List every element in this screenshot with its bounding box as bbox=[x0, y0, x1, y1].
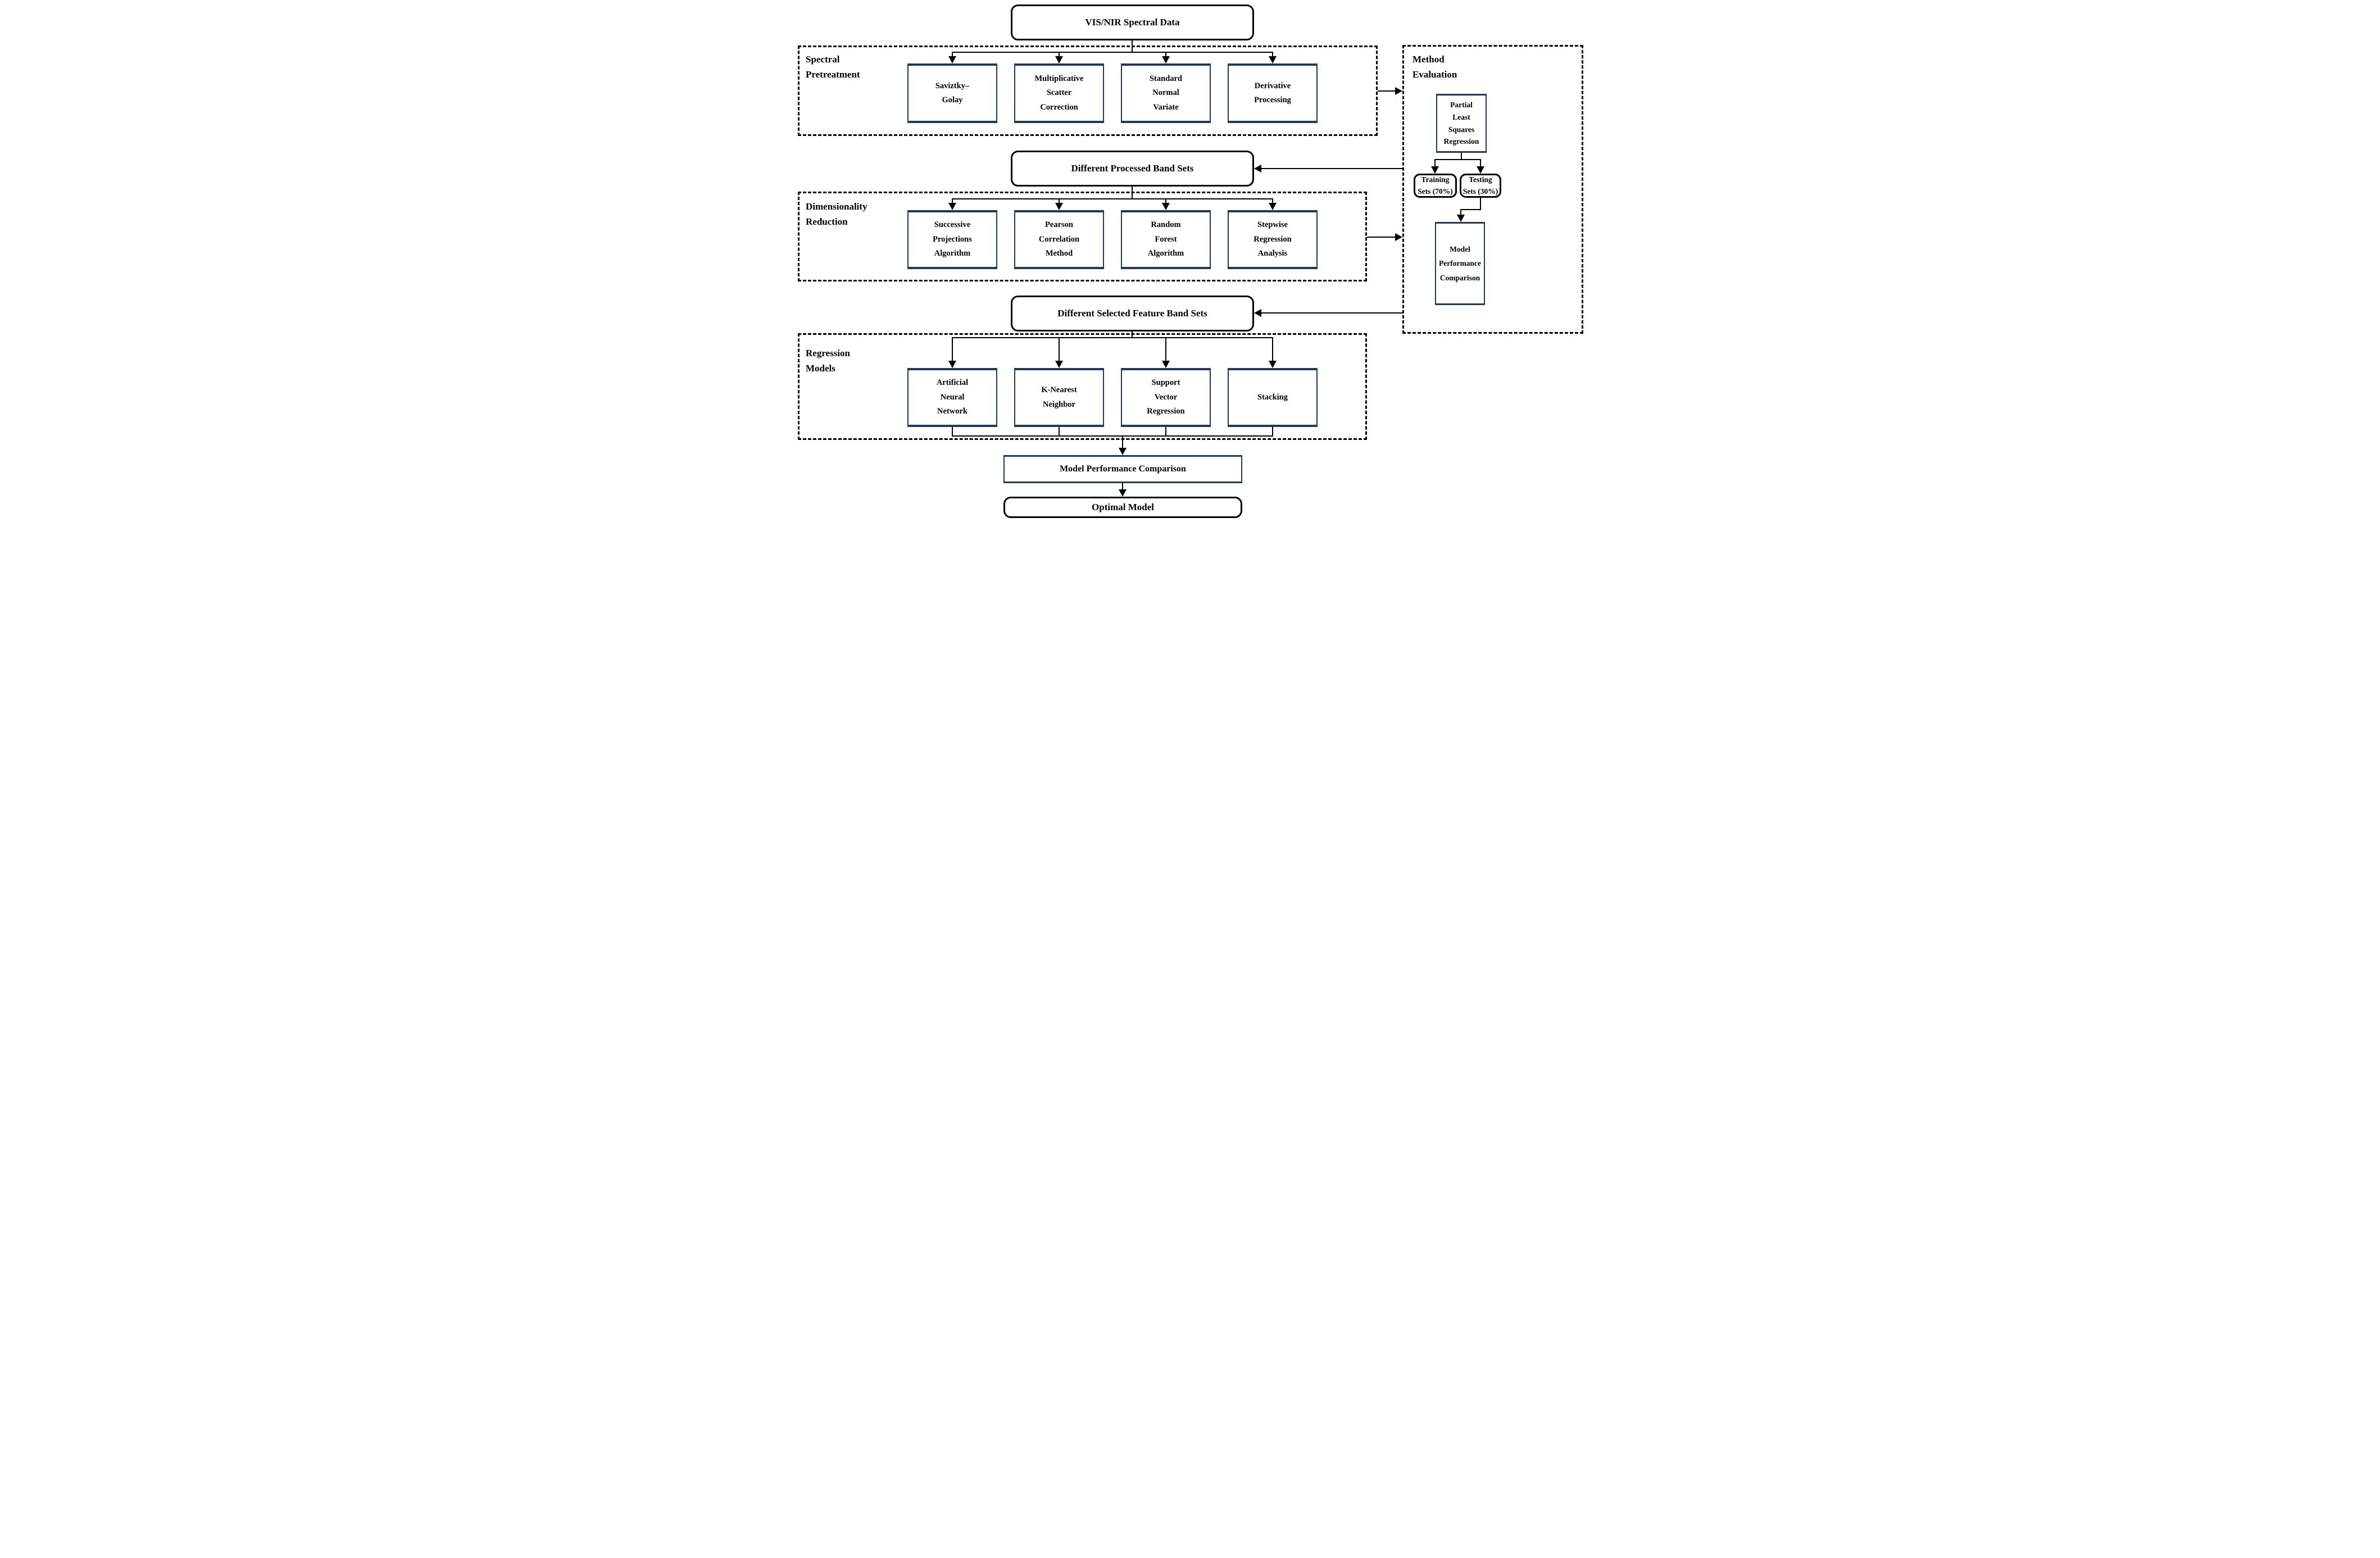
arrowhead-down-icon bbox=[1162, 56, 1170, 63]
connector-line bbox=[952, 337, 1273, 338]
node-derivative-processing: Derivative Processing bbox=[1228, 63, 1318, 123]
node-different-selected-feature-band-sets: Different Selected Feature Band Sets bbox=[1011, 296, 1254, 331]
connector-line bbox=[1378, 90, 1396, 92]
node-model-performance-comparison-bottom: Model Performance Comparison bbox=[1003, 455, 1242, 483]
node-stacking: Stacking bbox=[1228, 368, 1318, 427]
section-label-dimensionality-reduction: Dimensionality Reduction bbox=[806, 201, 867, 228]
node-different-processed-band-sets: Different Processed Band Sets bbox=[1011, 151, 1254, 187]
connector-line bbox=[1460, 209, 1481, 210]
connector-line bbox=[1272, 52, 1273, 58]
connector-line bbox=[952, 198, 1273, 199]
region-method-evaluation bbox=[1402, 45, 1583, 334]
arrowhead-right-icon bbox=[1395, 233, 1402, 241]
arrowhead-down-icon bbox=[1055, 56, 1063, 63]
arrowhead-down-icon bbox=[948, 203, 956, 210]
section-label-method-evaluation: Method Evaluation bbox=[1412, 54, 1457, 80]
node-vis-nir-spectral-data: VIS/NIR Spectral Data bbox=[1011, 4, 1254, 40]
connector-line bbox=[1059, 52, 1060, 58]
node-savitzky-golay: Saviztky– Golay bbox=[907, 63, 997, 123]
connector-line bbox=[1122, 483, 1123, 491]
connector-line bbox=[1260, 312, 1402, 314]
connector-line bbox=[952, 435, 1273, 437]
arrowhead-down-icon bbox=[1119, 489, 1127, 497]
node-support-vector-regression: Support Vector Regression bbox=[1121, 368, 1211, 427]
connector-line bbox=[1165, 337, 1166, 364]
connector-line bbox=[1272, 427, 1273, 436]
arrowhead-left-icon bbox=[1254, 165, 1261, 172]
arrowhead-left-icon bbox=[1254, 309, 1261, 317]
flowchart-canvas: Spectral Pretreatment Dimensionality Red… bbox=[793, 0, 1587, 519]
section-label-spectral-pretreatment: Spectral Pretreatment bbox=[806, 54, 860, 80]
node-partial-least-squares-regression: Partial Least Squares Regression bbox=[1436, 94, 1487, 153]
arrowhead-down-icon bbox=[1055, 203, 1063, 210]
connector-line bbox=[1367, 237, 1396, 238]
connector-line bbox=[1460, 209, 1461, 217]
node-multiplicative-scatter-correction: Multiplicative Scatter Correction bbox=[1014, 63, 1104, 123]
node-testing-sets: Testing Sets (30%) bbox=[1460, 174, 1501, 198]
arrowhead-down-icon bbox=[1055, 361, 1063, 368]
connector-line bbox=[1132, 187, 1133, 199]
connector-line bbox=[1059, 427, 1060, 436]
node-random-forest-algorithm: Random Forest Algorithm bbox=[1121, 210, 1211, 269]
node-standard-normal-variate: Standard Normal Variate bbox=[1121, 63, 1211, 123]
arrowhead-down-icon bbox=[1269, 361, 1277, 368]
arrowhead-down-icon bbox=[1162, 361, 1170, 368]
node-successive-projections-algorithm: Successive Projections Algorithm bbox=[907, 210, 997, 269]
node-training-sets: Training Sets (70%) bbox=[1414, 174, 1457, 198]
connector-line bbox=[952, 427, 953, 436]
connector-line bbox=[1260, 168, 1402, 169]
connector-line bbox=[1272, 198, 1273, 206]
connector-line bbox=[1122, 435, 1123, 450]
connector-line bbox=[1132, 331, 1133, 338]
arrowhead-down-icon bbox=[1457, 215, 1465, 222]
arrowhead-down-icon bbox=[1431, 166, 1439, 174]
connector-line bbox=[952, 52, 953, 58]
connector-line bbox=[1165, 427, 1166, 436]
node-artificial-neural-network: Artificial Neural Network bbox=[907, 368, 997, 427]
node-k-nearest-neighbor: K-Nearest Neighbor bbox=[1014, 368, 1104, 427]
connector-line bbox=[1461, 153, 1462, 160]
connector-line bbox=[1059, 337, 1060, 364]
region-regression-models bbox=[798, 333, 1367, 440]
node-stepwise-regression-analysis: Stepwise Regression Analysis bbox=[1228, 210, 1318, 269]
arrowhead-down-icon bbox=[1477, 166, 1484, 174]
connector-line bbox=[1434, 159, 1481, 160]
region-dimensionality-reduction bbox=[798, 192, 1367, 281]
connector-line bbox=[1165, 198, 1166, 206]
arrowhead-down-icon bbox=[1162, 203, 1170, 210]
connector-line bbox=[1434, 159, 1436, 169]
connector-line bbox=[1132, 40, 1133, 52]
arrowhead-down-icon bbox=[948, 56, 956, 63]
arrowhead-down-icon bbox=[1269, 203, 1277, 210]
connector-line bbox=[1059, 198, 1060, 206]
arrowhead-down-icon bbox=[948, 361, 956, 368]
arrowhead-right-icon bbox=[1395, 87, 1402, 95]
connector-line bbox=[952, 198, 953, 206]
node-model-performance-comparison-eval: Model Performance Comparison bbox=[1435, 222, 1485, 305]
connector-line bbox=[952, 337, 953, 364]
node-pearson-correlation-method: Pearson Correlation Method bbox=[1014, 210, 1104, 269]
arrowhead-down-icon bbox=[1269, 56, 1277, 63]
node-optimal-model: Optimal Model bbox=[1003, 497, 1242, 518]
connector-line bbox=[1480, 159, 1481, 169]
arrowhead-down-icon bbox=[1119, 448, 1127, 455]
connector-line bbox=[1272, 337, 1273, 364]
connector-line bbox=[952, 52, 1273, 53]
section-label-regression-models: Regression Models bbox=[806, 348, 851, 374]
connector-line bbox=[1480, 198, 1481, 210]
region-spectral-pretreatment bbox=[798, 46, 1378, 136]
connector-line bbox=[1165, 52, 1166, 58]
